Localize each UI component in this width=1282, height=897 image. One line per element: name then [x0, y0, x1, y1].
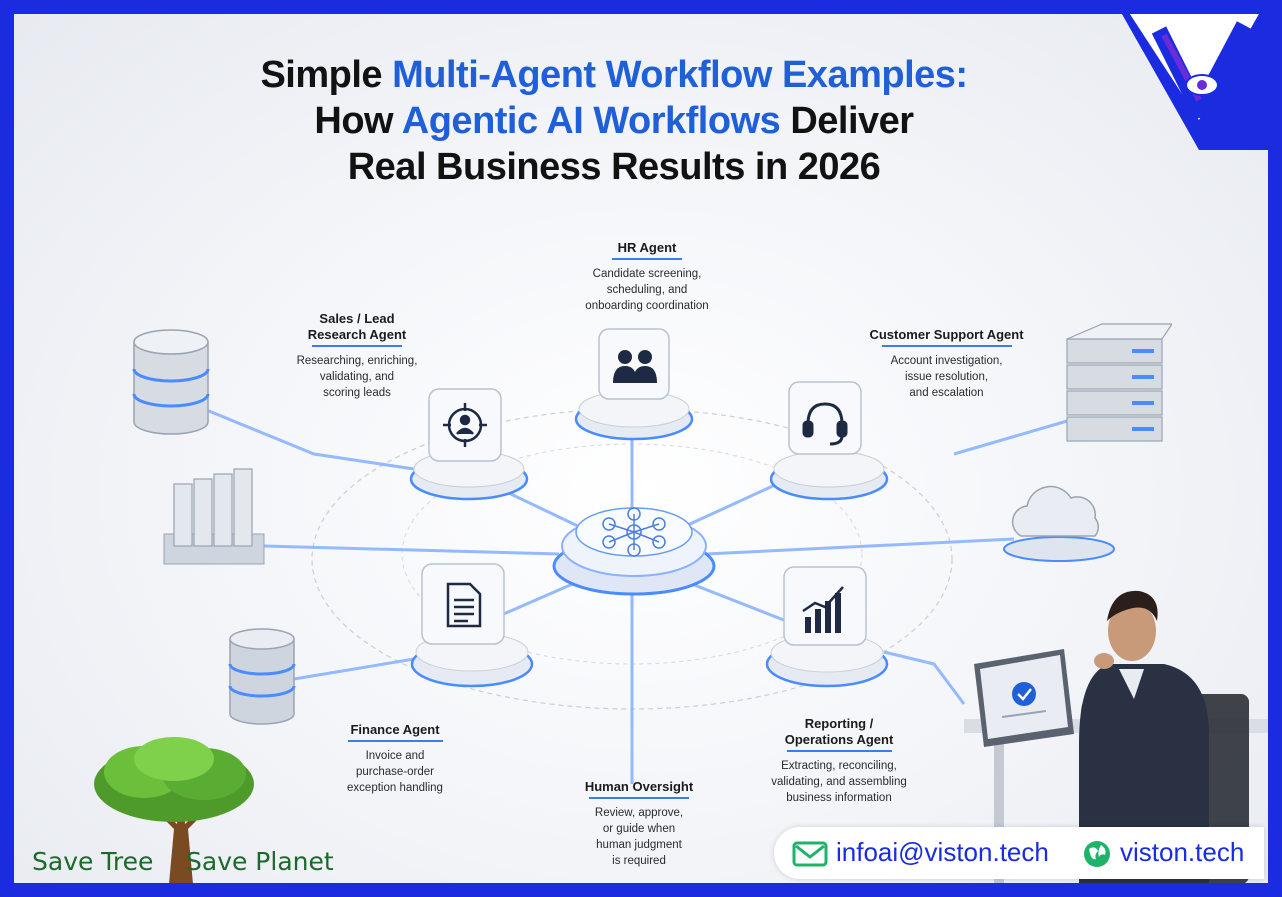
support-agent-name: Customer Support Agent	[869, 327, 1024, 342]
infographic-canvas: Simple Multi-Agent Workflow Examples: Ho…	[14, 14, 1268, 883]
laptop-icon	[974, 649, 1074, 747]
hr-agent-label: HR Agent Candidate screening, scheduling…	[562, 240, 732, 314]
oversight-name: Human Oversight	[584, 779, 694, 794]
finance-agent-name: Finance Agent	[350, 722, 440, 737]
reporting-agent-node	[765, 566, 889, 688]
sales-agent-label: Sales / Lead Research Agent Researching,…	[272, 311, 442, 401]
file-binders-icon	[163, 468, 265, 565]
bar-chart-icon	[802, 586, 844, 633]
finance-agent-node	[410, 563, 534, 688]
tree-icon	[94, 737, 254, 883]
sales-agent-name: Sales / Lead Research Agent	[307, 311, 407, 342]
workflow-connections	[203, 407, 1075, 784]
reporting-agent-desc: Extracting, reconciling, validating, and…	[771, 760, 907, 804]
viston-logo	[1121, 14, 1268, 150]
oversight-label: Human Oversight Review, approve, or guid…	[559, 779, 719, 869]
support-agent-node	[769, 381, 889, 501]
hr-agent-node	[574, 328, 694, 441]
mail-icon	[792, 841, 828, 867]
reporting-agent-label: Reporting / Operations Agent Extracting,…	[744, 716, 934, 806]
reporting-agent-name: Reporting / Operations Agent	[784, 716, 894, 747]
server-rack-icon	[1066, 323, 1172, 442]
oversight-desc: Review, approve, or guide when human jud…	[594, 807, 684, 867]
people-icon	[613, 350, 657, 383]
title-line-2: How Agentic AI Workflows Deliver	[314, 100, 914, 142]
sales-agent-node	[409, 388, 529, 501]
save-planet-text: Save Planet	[186, 847, 334, 876]
sales-agent-desc: Researching, enriching, validating, and …	[296, 355, 418, 399]
orchestrator-hub	[552, 507, 716, 596]
cloud-icon	[1003, 485, 1115, 562]
document-icon	[446, 582, 482, 628]
finance-agent-label: Finance Agent Invoice and purchase-order…	[320, 722, 470, 796]
hr-agent-name: HR Agent	[617, 240, 677, 255]
email-link[interactable]: infoai@viston.tech	[836, 837, 1049, 867]
contact-bar: infoai@viston.tech viston.tech	[774, 827, 1264, 879]
title-line-3: Real Business Results in 2026	[347, 146, 881, 188]
database-icon	[132, 329, 210, 435]
headset-icon	[802, 402, 848, 446]
storage-stack-icon	[228, 628, 296, 725]
save-tree-text: Save Tree	[32, 847, 154, 876]
finance-agent-desc: Invoice and purchase-order exception han…	[347, 750, 443, 794]
title-line-1: Simple Multi-Agent Workflow Examples:	[260, 54, 968, 96]
globe-icon	[1084, 841, 1110, 867]
support-agent-label: Customer Support Agent Account investiga…	[854, 327, 1039, 401]
support-agent-desc: Account investigation, issue resolution,…	[890, 355, 1003, 399]
hr-agent-desc: Candidate screening, scheduling, and onb…	[585, 268, 709, 312]
website-link[interactable]: viston.tech	[1120, 837, 1245, 867]
target-person-icon	[443, 403, 487, 447]
